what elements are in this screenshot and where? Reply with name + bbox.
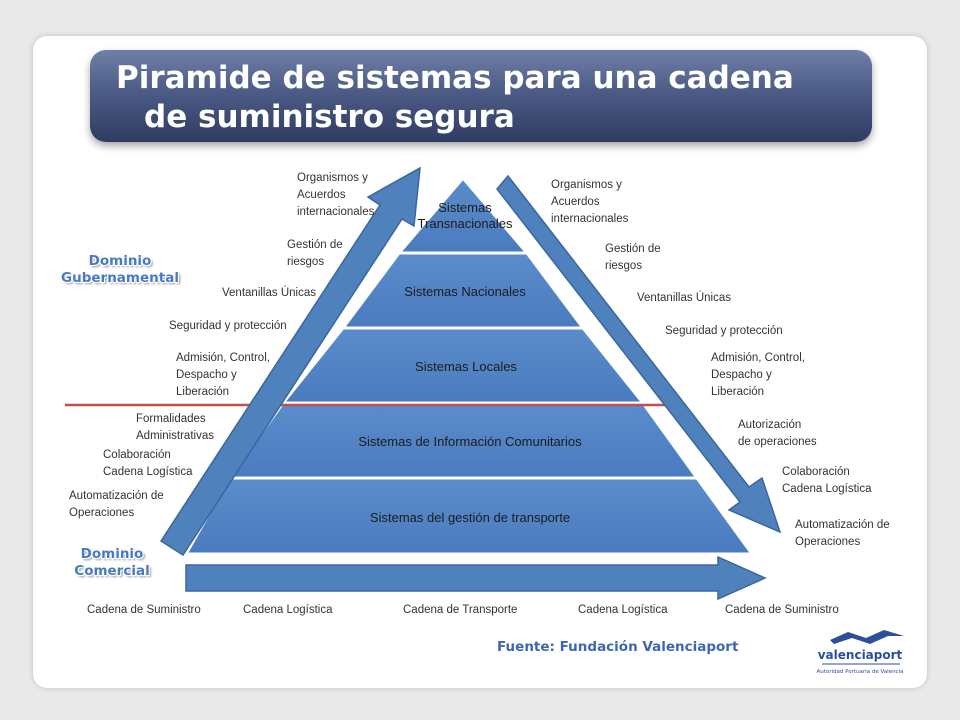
left-label-admision: Admisión, Control, Despacho y Liberación — [176, 352, 270, 398]
valenciaport-logo-icon: valenciaport Autoridad Portuaria de Vale… — [817, 630, 904, 675]
bottom-label-suministro-left: Cadena de Suministro — [87, 604, 201, 616]
bottom-label-suministro-right: Cadena de Suministro — [725, 604, 839, 616]
tier-label-2: Sistemas Nacionales — [404, 284, 526, 299]
left-label-colaboracion: Colaboración Cadena Logística — [103, 449, 193, 478]
left-label-seguridad: Seguridad y protección — [169, 320, 287, 332]
bottom-right-arrow — [185, 555, 767, 601]
title-bar — [90, 50, 872, 142]
logo-subtitle: Autoridad Portuaria de Valencia — [817, 669, 904, 675]
slide-title-line1: Piramide de sistemas para una cadena — [116, 60, 794, 96]
tier-label-4: Sistemas de Información Comunitarios — [358, 434, 582, 449]
left-label-formalidades: Formalidades Administrativas — [136, 413, 214, 442]
right-label-organismos: Organismos y Acuerdos internacionales — [551, 179, 629, 225]
right-label-autorizacion: Autorización de operaciones — [738, 419, 817, 448]
right-label-automatizacion: Automatización de Operaciones — [795, 519, 890, 548]
logo-wordmark: valenciaport — [818, 648, 903, 662]
valenciaport-logo: valenciaport Autoridad Portuaria de Vale… — [800, 626, 920, 682]
right-label-ventanillas: Ventanillas Únicas — [637, 292, 731, 304]
left-label-organismos: Organismos y Acuerdos internacionales — [297, 172, 375, 218]
tier-label-1: Sistemas Transnacionales — [417, 200, 513, 231]
domain-gubernamental-label: Dominio Gubernamental — [61, 253, 179, 286]
tier-label-5: Sistemas del gestión de transporte — [369, 510, 571, 525]
right-label-gestion-riesgos: Gestión de riesgos — [605, 243, 661, 272]
slide-title-line2: de suministro segura — [144, 99, 515, 135]
bottom-label-logistica-left: Cadena Logística — [243, 604, 333, 616]
right-label-seguridad: Seguridad y protección — [665, 325, 783, 337]
left-label-ventanillas: Ventanillas Únicas — [222, 287, 316, 299]
bottom-label-logistica-right: Cadena Logística — [578, 604, 668, 616]
left-label-gestion-riesgos: Gestión de riesgos — [287, 239, 343, 268]
left-label-automatizacion: Automatización de Operaciones — [69, 490, 164, 519]
right-label-colaboracion: Colaboración Cadena Logística — [782, 466, 872, 495]
left-up-arrow — [159, 166, 421, 557]
tier-label-3: Sistemas Locales — [415, 359, 517, 374]
right-label-admision: Admisión, Control, Despacho y Liberación — [711, 352, 805, 398]
right-down-arrow — [496, 174, 782, 534]
domain-comercial-label: Dominio Comercial — [74, 546, 150, 579]
bottom-label-transporte: Cadena de Transporte — [403, 604, 518, 616]
source-citation: Fuente: Fundación Valenciaport — [497, 639, 739, 655]
